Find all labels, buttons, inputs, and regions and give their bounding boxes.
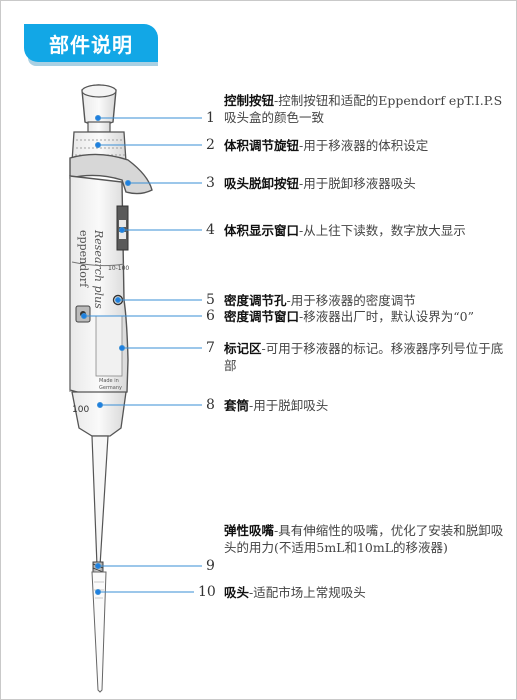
plunger-neck (87, 121, 111, 133)
callout-number-1: 1 (206, 110, 215, 126)
callout-desc-1: 控制按钮-控制按钮和适配的Eppendorf epT.I.P.S吸头盒的颜色一致 (224, 93, 503, 125)
title-badge-shadow (28, 58, 158, 66)
svg-text:Made in: Made in (99, 378, 119, 384)
callout-number-5: 5 (206, 292, 215, 308)
page-title: 部件说明 (24, 24, 158, 62)
callout-number-9: 9 (206, 558, 215, 574)
callout-desc-6: 密度调节窗口-移液器出厂时，默认设界为“0” (224, 309, 474, 324)
range-label: 10-100 (108, 265, 129, 272)
callout-number-2: 2 (206, 137, 215, 153)
callout-number-10: 10 (198, 584, 216, 600)
callout-desc-5: 密度调节孔-用于移液器的密度调节 (224, 293, 416, 308)
callout-desc-3: 吸头脱卸按钮-用于脱卸移液器吸头 (224, 176, 416, 191)
callout-desc-7: 标记区-可用于移液器的标记。移液器序列号位于底部 (224, 341, 504, 373)
volume-mark-100: 100 (72, 405, 89, 415)
callout-number-7: 7 (206, 340, 215, 356)
callout-number-4: 4 (206, 222, 215, 238)
pipette-tip (91, 571, 107, 693)
callout-desc-10: 吸头-适配市场上常规吸头 (224, 585, 366, 600)
callout-number-6: 6 (206, 308, 215, 324)
ejector-sleeve (71, 391, 127, 437)
callout-desc-2: 体积调节旋钮-用于移液器的体积设定 (224, 138, 429, 153)
plunger-top (81, 84, 117, 98)
callout-desc-4: 体积显示窗口-从上往下读数，数字放大显示 (224, 223, 466, 238)
callout-desc-8: 套筒-用于脱卸吸头 (224, 398, 329, 413)
callout-desc-9: 弹性吸嘴-具有伸缩性的吸嘴，优化了安装和脱卸吸头的用力(不适用5mL和10mL的… (224, 523, 504, 555)
tip-ejector-button (69, 153, 153, 195)
callout-number-3: 3 (206, 175, 215, 191)
pipette-shaft (91, 435, 109, 567)
marking-zone (95, 315, 123, 377)
brand-text-1: eppendorf (77, 230, 90, 288)
svg-text:Germany: Germany (99, 385, 122, 391)
callout-number-8: 8 (206, 397, 215, 413)
brand-text-2: Research plus (92, 229, 105, 309)
